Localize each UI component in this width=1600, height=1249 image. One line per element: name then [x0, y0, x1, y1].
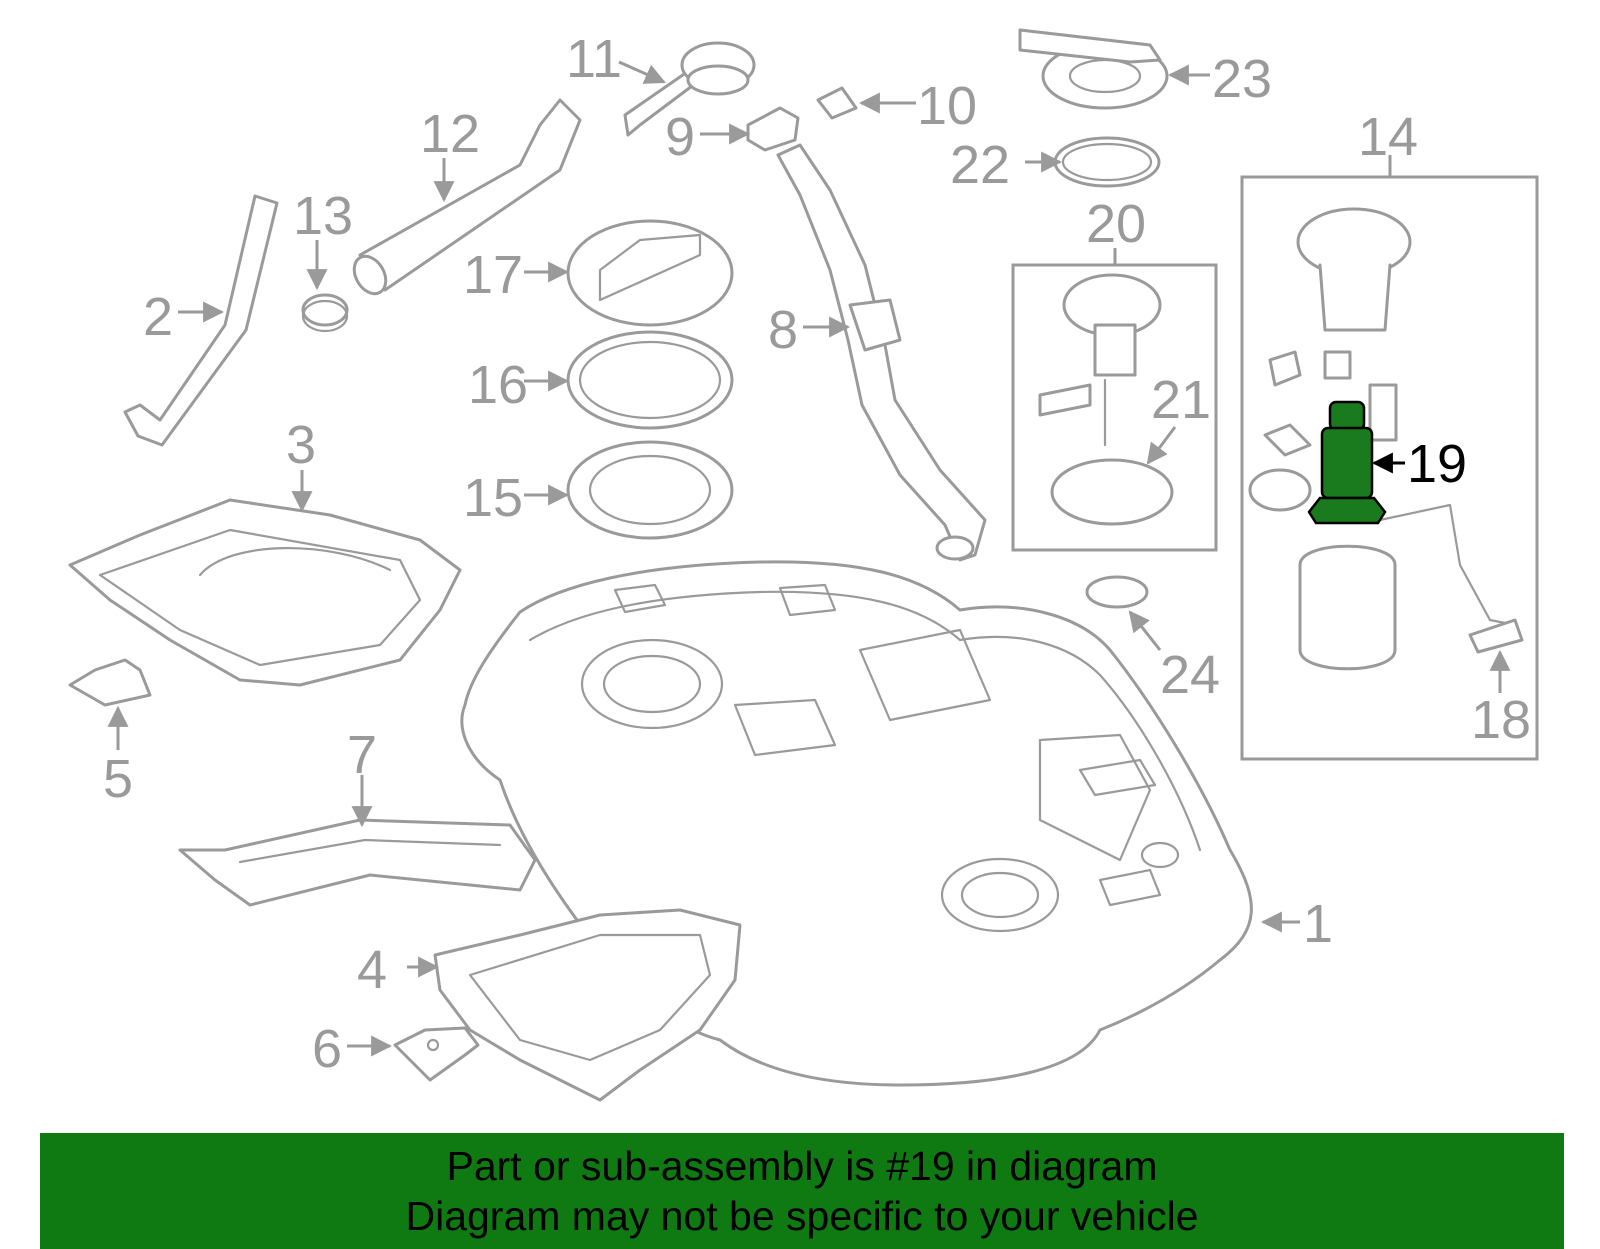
pump-module-part-14: [1240, 175, 1539, 761]
leader-lines: [107, 60, 1511, 1057]
callout-17: 17: [463, 245, 523, 305]
gasket-part-16: [566, 330, 734, 430]
callout-6: 6: [312, 1019, 342, 1079]
callout-9: 9: [665, 107, 695, 167]
callout-13: 13: [293, 186, 353, 246]
callout-5: 5: [103, 749, 133, 809]
callout-10: 10: [917, 76, 977, 136]
strap-part-2: [123, 194, 279, 447]
callout-8: 8: [768, 300, 798, 360]
callout-14: 14: [1358, 107, 1418, 167]
cover-part-24: [1085, 575, 1149, 609]
callout-16: 16: [468, 355, 528, 415]
callout-11: 11: [566, 29, 622, 89]
gasket-part-10: [816, 86, 858, 120]
callout-24: 24: [1160, 645, 1220, 705]
callout-7: 7: [347, 725, 377, 785]
callout-15: 15: [463, 468, 523, 528]
banner-line-2: Diagram may not be specific to your vehi…: [405, 1193, 1199, 1239]
retainer-part-23: [1018, 28, 1169, 110]
hose-part-12: [352, 98, 582, 296]
callout-3: 3: [286, 415, 316, 475]
protector-part-7: [178, 818, 537, 907]
bracket-part-6: [393, 1026, 480, 1082]
bracket-part-5: [68, 658, 152, 707]
shield-part-4: [433, 908, 742, 1102]
o-ring-part-22: [1053, 136, 1161, 188]
callout-numbers: 1 2 3 4 5 6 7 8 9 10 11 12 13 14 15 16 1…: [103, 29, 1531, 1079]
fuel-pump-part-19[interactable]: [1307, 400, 1387, 525]
callout-19: 19: [1407, 434, 1467, 494]
clamp-part-13: [301, 293, 349, 333]
callout-18: 18: [1471, 690, 1531, 750]
housing-part-9: [746, 106, 800, 152]
callout-23: 23: [1212, 49, 1272, 109]
callout-20: 20: [1086, 194, 1146, 254]
gasket-part-21: [1050, 458, 1174, 526]
callout-21: 21: [1151, 370, 1211, 430]
filler-pipe-part-8: [776, 143, 987, 562]
ring-part-15: [566, 440, 734, 540]
part-info-banner: Part or sub-assembly is #19 in diagram D…: [40, 1133, 1564, 1249]
callout-1: 1: [1303, 894, 1333, 954]
callout-4: 4: [357, 940, 387, 1000]
plate-part-17: [566, 219, 734, 327]
heat-shield-part-3: [68, 498, 462, 687]
callout-12: 12: [420, 104, 480, 164]
fuel-cap-part-11: [623, 41, 756, 137]
banner-line-1: Part or sub-assembly is #19 in diagram: [446, 1143, 1158, 1189]
callout-2: 2: [143, 287, 173, 347]
callout-22: 22: [950, 135, 1010, 195]
